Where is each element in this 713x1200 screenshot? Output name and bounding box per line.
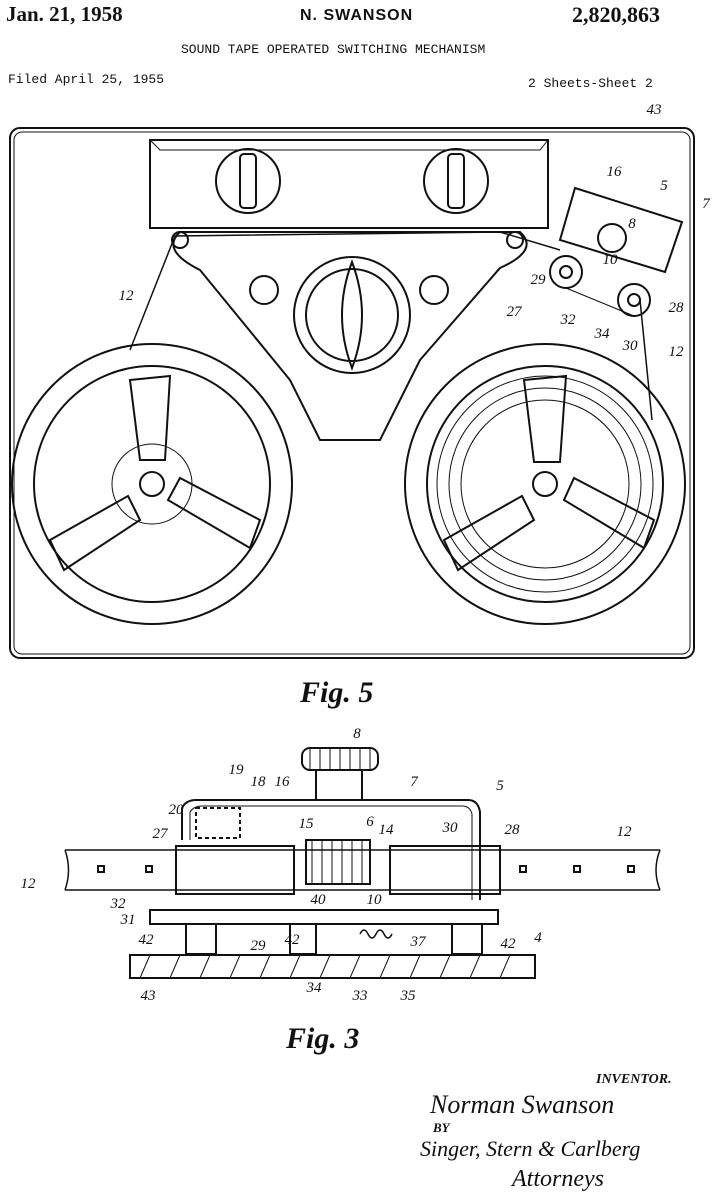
fig5-label-7: 7 — [702, 196, 711, 212]
fig3-label-8: 8 — [353, 726, 361, 742]
patent-title: SOUND TAPE OPERATED SWITCHING MECHANISM — [181, 42, 486, 57]
fig5-label-32: 32 — [560, 312, 577, 328]
fig3-label-42-left: 42 — [139, 932, 155, 948]
attorneys-label: Attorneys — [512, 1166, 604, 1192]
fig5-label-28: 28 — [669, 300, 685, 316]
fig3-label-12-left: 12 — [21, 876, 37, 892]
fig3-label-30: 30 — [442, 820, 459, 836]
fig5-label-43: 43 — [647, 102, 662, 118]
fig5-label-8: 8 — [628, 216, 636, 232]
inventor-name: N. SWANSON — [300, 7, 414, 24]
fig3-label-18: 18 — [251, 774, 267, 790]
inventor-label: INVENTOR. — [596, 1072, 672, 1087]
fig3-label-40: 40 — [311, 892, 327, 908]
fig3-label-33: 33 — [352, 988, 368, 1004]
sheet-number: 2 Sheets-Sheet 2 — [528, 76, 653, 91]
fig5-label-30: 30 — [622, 338, 639, 354]
fig3-label-28: 28 — [505, 822, 521, 838]
attorney-signature: Singer, Stern & Carlberg — [420, 1136, 641, 1161]
fig3-label-29: 29 — [251, 938, 267, 954]
fig5-label-29: 29 — [531, 272, 547, 288]
fig3-label-31: 31 — [120, 912, 136, 928]
fig5-label-10: 10 — [603, 252, 619, 268]
fig3-label-42-mid: 42 — [285, 932, 301, 948]
fig3-label-19: 19 — [229, 762, 245, 778]
fig5-caption: Fig. 5 — [300, 676, 374, 709]
fig3-label-32: 32 — [110, 896, 127, 912]
filed-date: Filed April 25, 1955 — [8, 72, 165, 87]
fig5-label-27: 27 — [507, 304, 524, 320]
inventor-signature: Norman Swanson — [430, 1090, 615, 1119]
fig3-label-4: 4 — [534, 930, 542, 946]
patent-date: Jan. 21, 1958 — [6, 2, 123, 26]
fig3-label-14: 14 — [379, 822, 395, 838]
fig5-label-12-right: 12 — [669, 344, 685, 360]
fig3-label-27: 27 — [153, 826, 170, 842]
fig3-label-15: 15 — [299, 816, 315, 832]
fig5-drawing: 43 16 5 7 8 10 12 29 27 32 34 30 28 12 — [9, 102, 711, 659]
fig3-label-16: 16 — [275, 774, 291, 790]
fig3-label-43: 43 — [141, 988, 156, 1004]
fig5-label-12-left: 12 — [119, 288, 135, 304]
patent-number: 2,820,863 — [572, 2, 660, 27]
fig3-label-5: 5 — [496, 778, 504, 794]
fig3-label-34: 34 — [306, 980, 323, 996]
fig3-label-6: 6 — [366, 814, 374, 830]
fig3-label-42-right: 42 — [501, 936, 517, 952]
fig3-label-7: 7 — [410, 774, 419, 790]
fig3-label-12-right: 12 — [617, 824, 633, 840]
fig3-label-35: 35 — [400, 988, 417, 1004]
fig5-label-5: 5 — [660, 178, 668, 194]
fig3-label-37: 37 — [410, 934, 428, 950]
by-label: BY — [433, 1120, 450, 1135]
fig3-caption: Fig. 3 — [286, 1022, 360, 1055]
fig3-label-20: 20 — [169, 802, 185, 818]
fig5-label-34: 34 — [594, 326, 611, 342]
fig5-label-16: 16 — [607, 164, 623, 180]
fig3-label-10: 10 — [367, 892, 383, 908]
